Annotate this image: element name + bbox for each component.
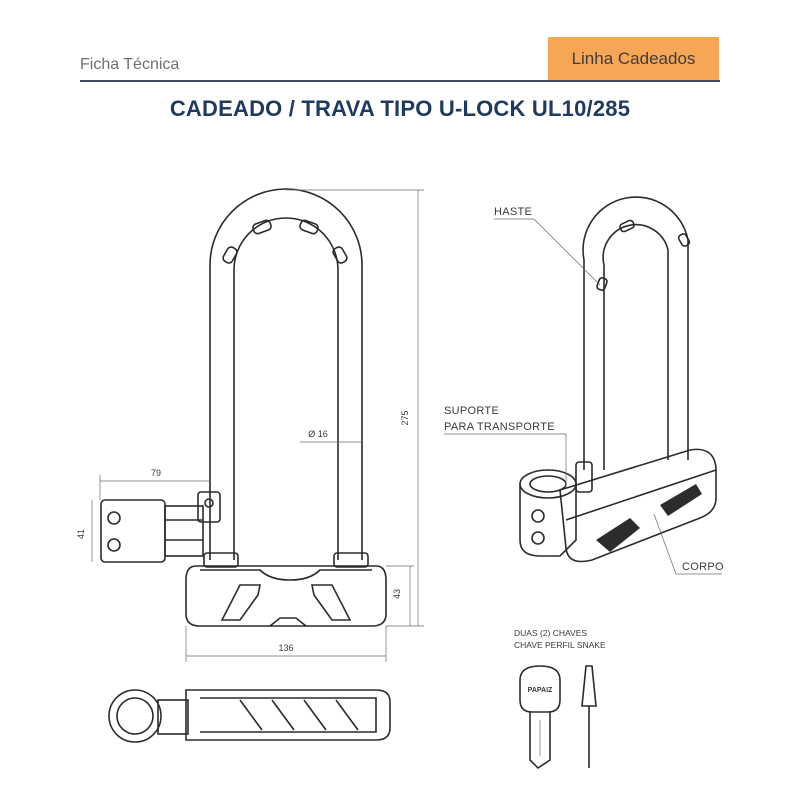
header-section-label: Ficha Técnica: [80, 56, 180, 73]
iso-callouts: HASTE SUPORTE PARA TRANSPORTE CORPO: [444, 206, 724, 575]
iso-shackle-inner: [602, 223, 669, 470]
top-view-clamp-ring: [108, 689, 162, 743]
shackle-slot: [252, 219, 272, 235]
callout-haste-leader: [533, 218, 601, 286]
mount-bracket-hinge: [164, 505, 204, 557]
iso-lock-body-edge: [565, 469, 717, 521]
lock-body-grip: [220, 584, 261, 621]
callout-suporte-line2: PARA TRANSPORTE: [444, 421, 555, 433]
keyhole-cover: [269, 617, 307, 627]
front-view-dimensions: 79 41 Ø 16 275 43 136: [76, 189, 424, 662]
page-title: CADEADO / TRAVA TIPO U-LOCK UL10/285: [169, 96, 631, 121]
key-brand-label: PAPAIZ: [528, 687, 553, 694]
shackle-slot: [222, 246, 238, 264]
key-head: [519, 665, 561, 713]
dimension-79: 79: [151, 468, 161, 478]
shackle-slot: [332, 246, 348, 264]
shackle-collar: [203, 552, 239, 568]
iso-body-grip: [596, 518, 640, 552]
shackle-outer: [209, 188, 363, 560]
keys-caption-line1: DUAS (2) CHAVES: [514, 628, 587, 638]
key-side-head: [581, 665, 597, 707]
shackle-slot: [299, 219, 319, 235]
dimension-136: 136: [278, 643, 293, 653]
callout-corpo: CORPO: [682, 561, 724, 573]
top-view-body: [185, 689, 391, 741]
top-view-grips: [239, 699, 359, 731]
dimension-43: 43: [392, 589, 402, 599]
shackle-inner: [233, 217, 339, 560]
dimension-275: 275: [400, 410, 410, 425]
iso-shackle-outer: [582, 196, 689, 470]
iso-bracket-clamp: [575, 461, 593, 493]
bracket-hole: [107, 538, 121, 552]
header-divider: [80, 80, 720, 82]
key-blade: [529, 712, 551, 770]
front-view-lock: [100, 188, 387, 627]
iso-bracket-body: [519, 484, 577, 557]
iso-lock-body: [559, 448, 717, 563]
mount-bracket-plate: [100, 499, 166, 563]
top-view-clamp-ring-inner: [116, 697, 154, 735]
dimension-diameter: Ø 16: [308, 429, 328, 439]
top-view-clamp-neck: [157, 699, 189, 735]
isometric-view-lock: [519, 196, 717, 563]
bracket-clamp: [197, 491, 221, 523]
top-view-lock: [108, 689, 391, 743]
top-view-body-inner: [200, 697, 377, 733]
callout-suporte-line1: SUPORTE: [444, 405, 499, 417]
lock-body-grip: [311, 584, 352, 621]
iso-body-grip: [660, 484, 702, 516]
iso-bracket-ring: [519, 469, 577, 499]
keys-illustration: DUAS (2) CHAVES CHAVE PERFIL SNAKE PAPAI…: [514, 628, 606, 770]
bracket-hole: [107, 511, 121, 525]
lock-body: [185, 565, 387, 627]
product-line-badge: Linha Cadeados: [548, 37, 719, 80]
callout-corpo-leader: [653, 513, 677, 575]
keys-caption-line2: CHAVE PERFIL SNAKE: [514, 640, 606, 650]
callout-haste: HASTE: [494, 206, 532, 218]
dimension-41: 41: [76, 529, 86, 539]
lock-body-panel: [200, 569, 372, 581]
shackle-collar: [333, 552, 369, 568]
